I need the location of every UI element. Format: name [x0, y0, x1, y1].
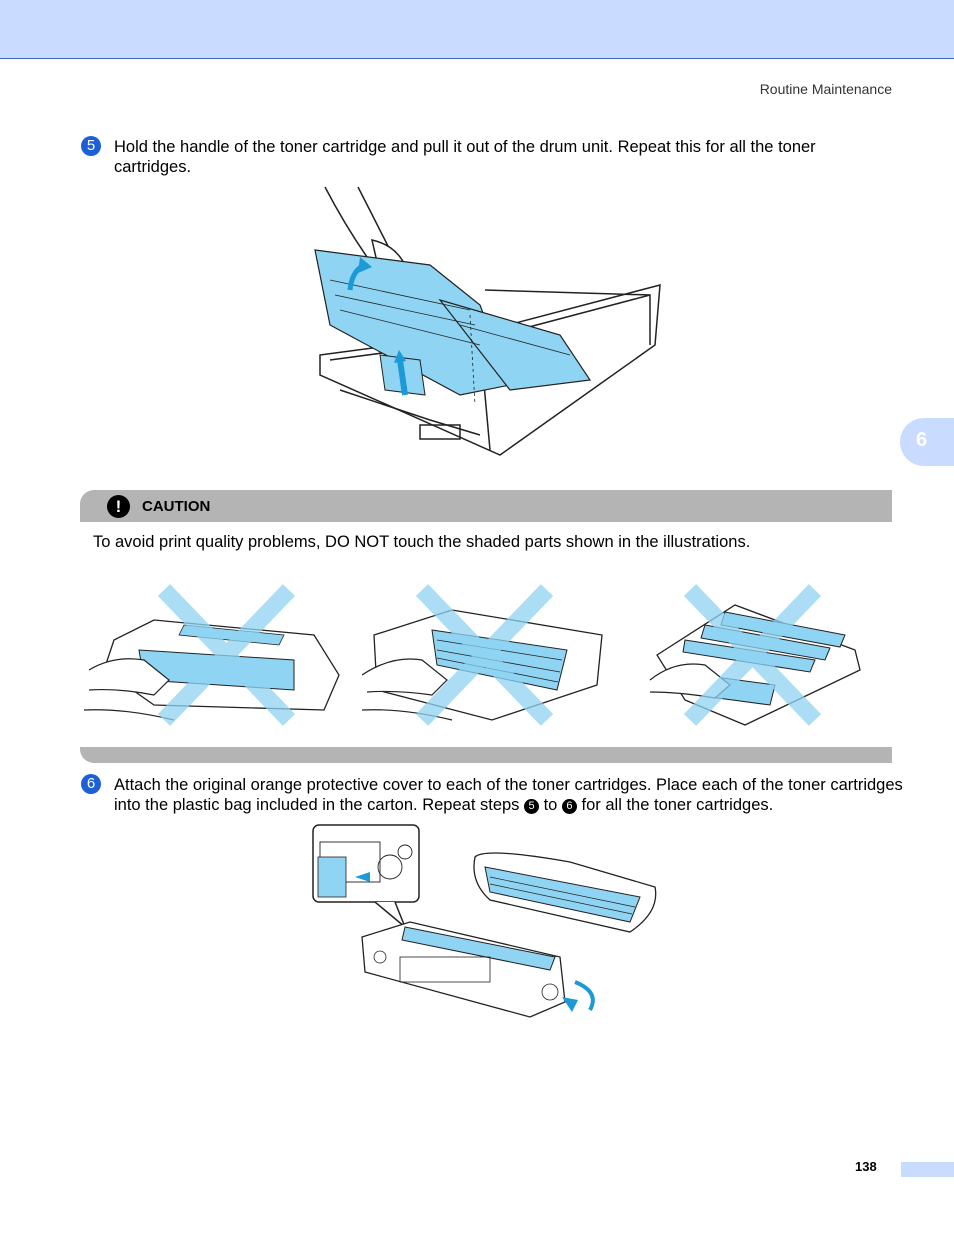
- chapter-tab: 6: [900, 418, 954, 466]
- top-band: [0, 0, 954, 59]
- step-5-number: 5: [81, 136, 101, 156]
- protective-cover-illustration: [312, 824, 657, 1018]
- chapter-number: 6: [916, 429, 928, 451]
- page-number: 138: [855, 1159, 877, 1174]
- caution-footer: [80, 747, 892, 763]
- page-tab: [901, 1162, 954, 1177]
- step-ref-5: 5: [524, 799, 540, 814]
- do-not-touch-rollers-illustration: [649, 584, 861, 726]
- step-6-text-part1: Attach the original orange protective co…: [114, 776, 903, 814]
- do-not-touch-drum-illustration: [362, 584, 603, 726]
- drum-unit-illustration: [314, 186, 661, 456]
- do-not-touch-toner-illustration: [84, 584, 340, 726]
- exclamation-icon: !: [107, 495, 130, 518]
- header-title: Routine Maintenance: [759, 81, 892, 97]
- caution-text: To avoid print quality problems, DO NOT …: [93, 533, 751, 551]
- step-6-text: Attach the original orange protective co…: [114, 775, 904, 815]
- step-6-text-part2: for all the toner cartridges.: [576, 796, 774, 814]
- step-6-text-to: to: [539, 796, 562, 814]
- step-ref-6: 6: [561, 799, 577, 814]
- step-6-number: 6: [81, 774, 101, 794]
- caution-header: ! CAUTION: [80, 490, 892, 522]
- step-5-text: Hold the handle of the toner cartridge a…: [114, 138, 816, 176]
- caution-label: CAUTION: [142, 498, 211, 515]
